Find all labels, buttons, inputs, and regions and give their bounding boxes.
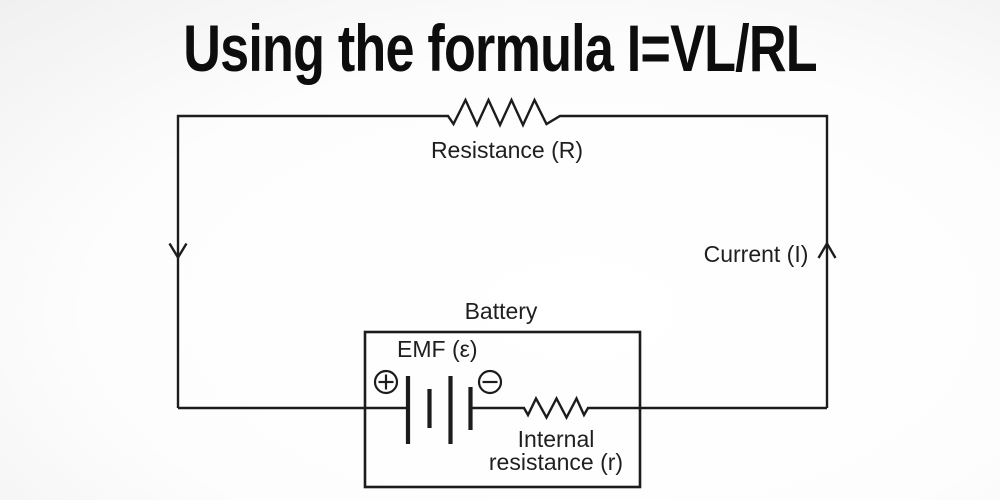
circuit-loop-wire bbox=[176, 97, 829, 408]
page-title: Using the formula I=VL/RL bbox=[183, 11, 817, 85]
internal-resistance-label-line2: resistance (r) bbox=[488, 449, 624, 475]
current-label: Current (I) bbox=[703, 241, 809, 267]
bottom-wire-right bbox=[471, 395, 827, 421]
arrow-up-icon bbox=[817, 241, 837, 259]
resistance-label: Resistance (R) bbox=[430, 137, 584, 163]
internal-resistance-label-line1: Internal bbox=[517, 426, 595, 452]
arrow-down-icon bbox=[168, 242, 188, 260]
emf-label: EMF (ε) bbox=[397, 336, 478, 362]
battery-box bbox=[363, 330, 642, 489]
minus-circle-icon bbox=[477, 369, 503, 395]
battery-label: Battery bbox=[464, 298, 538, 324]
battery-cells-symbol bbox=[405, 376, 473, 444]
plus-circle-icon bbox=[373, 369, 399, 395]
